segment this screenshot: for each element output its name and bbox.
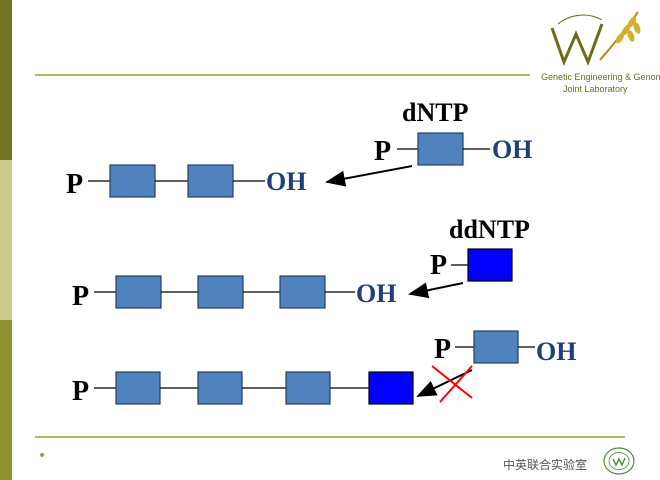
round-seal-logo-icon — [603, 447, 635, 475]
wheat-w-logo-icon — [550, 11, 641, 67]
row3-incoming-phosphate-label: P — [434, 334, 452, 365]
nucleotide-box — [473, 330, 519, 364]
cross-mark-icon — [431, 365, 473, 399]
blocked-arrow — [416, 369, 473, 397]
row1-chain-phosphate-label: P — [66, 169, 84, 200]
side-bar-bottom — [0, 320, 12, 480]
logo-line-2: Joint Laboratory — [563, 84, 628, 94]
nucleotide-box — [109, 164, 156, 198]
row2-incoming-ddntp — [408, 248, 513, 299]
nucleotide-box — [285, 371, 331, 405]
row2-chain-phosphate-label: P — [72, 281, 90, 312]
nucleotide-box — [187, 164, 234, 198]
dideoxy-terminator-box — [368, 371, 414, 405]
row2-chain — [94, 275, 355, 309]
nucleotide-box — [115, 371, 161, 405]
row1-incoming-phosphate-label: P — [374, 136, 392, 167]
dideoxy-nucleotide-box — [467, 248, 513, 282]
ddntp-label: ddNTP — [449, 215, 530, 244]
nucleotide-box — [417, 132, 464, 166]
nucleotide-box — [115, 275, 162, 309]
addition-arrow — [325, 165, 413, 187]
logo-line-1: Genetic Engineering & Genomics — [541, 72, 660, 82]
row3-blocked-incoming — [416, 330, 535, 403]
side-bar-top — [0, 0, 12, 160]
row1-chain-hydroxyl-label: OH — [266, 167, 307, 196]
addition-arrow — [408, 282, 464, 299]
cross-mark-icon — [439, 365, 473, 403]
row3-chain — [94, 371, 414, 405]
footer-institution-label: 中英联合实验室 — [503, 458, 588, 472]
row2-incoming-phosphate-label: P — [430, 250, 448, 281]
footer-bullet: • — [38, 448, 47, 464]
row3-incoming-hydroxyl-label: OH — [536, 337, 577, 366]
nucleotide-box — [197, 275, 244, 309]
footer-rule — [35, 436, 625, 438]
nucleotide-box — [197, 371, 243, 405]
row1-incoming-hydroxyl-label: OH — [492, 135, 533, 164]
row3-chain-phosphate-label: P — [72, 376, 90, 407]
row1-chain — [88, 164, 265, 198]
header-rule — [35, 74, 530, 76]
nucleotide-box — [279, 275, 326, 309]
side-bar-middle — [0, 160, 12, 320]
row2-chain-hydroxyl-label: OH — [356, 279, 397, 308]
row1-incoming-dntp — [325, 132, 490, 187]
dntp-label: dNTP — [402, 98, 469, 127]
